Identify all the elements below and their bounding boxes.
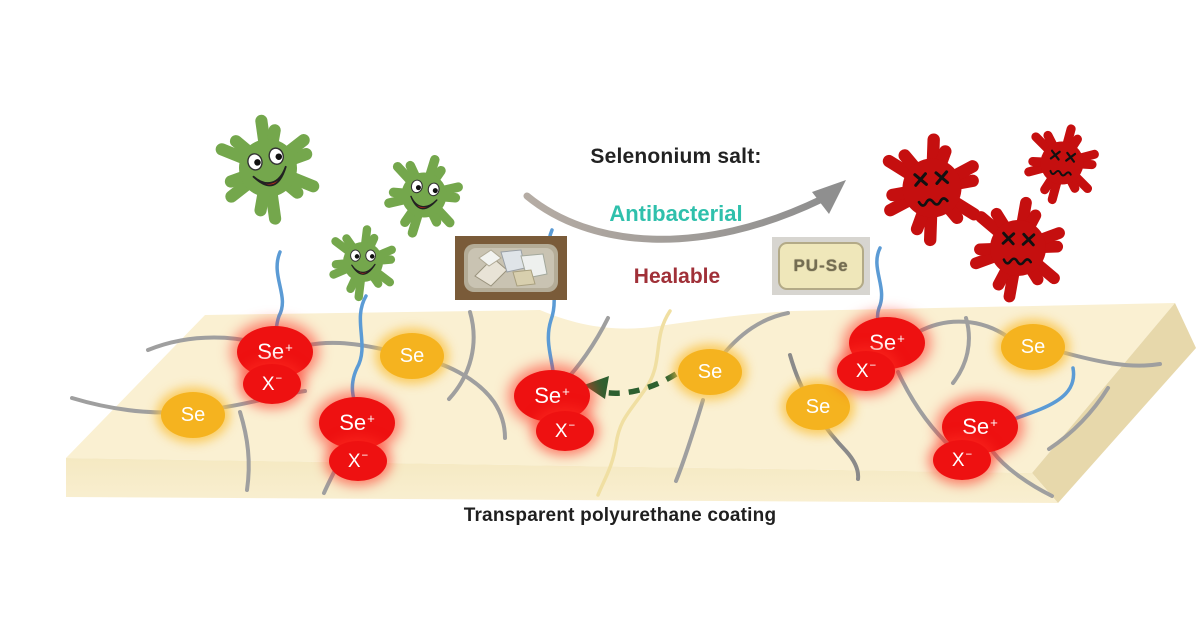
- se-cation-node-charge: +: [990, 415, 998, 431]
- se-cation-node-charge: +: [285, 340, 293, 356]
- anion-node-label: X: [261, 373, 275, 395]
- anion-node-label: X: [855, 360, 869, 382]
- se-node-label: Se: [697, 361, 723, 383]
- anion-node: X−: [243, 364, 301, 404]
- anion-node-charge: −: [869, 360, 877, 373]
- page-title: Selenonium salt:: [590, 145, 762, 168]
- pu-se-sample: PU-Se: [778, 242, 864, 290]
- anion-node-charge: −: [568, 420, 576, 433]
- healing-arrow: [584, 371, 678, 399]
- arrowhead: [584, 376, 609, 399]
- anion-node: X−: [329, 441, 387, 481]
- anion-node: X−: [837, 351, 895, 391]
- anion-node-charge: −: [361, 450, 369, 463]
- se-cation-node: Se+: [237, 326, 313, 378]
- se-node-label: Se: [180, 404, 206, 426]
- slab-side-face: [1032, 303, 1196, 503]
- se-cation-node-charge: +: [367, 411, 375, 427]
- anion-node: X−: [933, 440, 991, 480]
- se-cation-node-label: Se: [869, 330, 897, 355]
- antibacterial-arrow: [523, 180, 846, 243]
- se-node-label: Se: [399, 345, 425, 367]
- se-node: Se: [380, 333, 444, 379]
- scratch-line: [596, 309, 672, 497]
- antibacterial-label: Antibacterial: [609, 201, 743, 226]
- se-node: Se: [786, 384, 850, 430]
- anion-node-label: X: [347, 450, 361, 472]
- se-cation-node: Se+: [319, 397, 395, 449]
- pu-se-sample-photo: PU-Se: [772, 237, 870, 295]
- anion-node: X−: [536, 411, 594, 451]
- se-node-label: Se: [1020, 336, 1046, 358]
- se-node: Se: [1001, 324, 1065, 370]
- bacterium-dead: [882, 133, 981, 247]
- bacterium-dead: [1024, 124, 1099, 205]
- se-cation-node-charge: +: [562, 384, 570, 400]
- arrowhead: [812, 180, 846, 214]
- se-node: Se: [161, 392, 225, 438]
- anion-node-charge: −: [965, 449, 973, 462]
- se-cation-node-label: Se: [962, 414, 990, 439]
- se-cation-node-label: Se: [534, 383, 562, 408]
- anion-node-charge: −: [275, 373, 283, 386]
- se-cation-node-label: Se: [339, 410, 367, 435]
- bacterium-alive: [215, 114, 320, 225]
- se-cation-node-charge: +: [897, 331, 905, 347]
- bacterium-alive: [329, 225, 396, 302]
- bacterium-alive: [384, 154, 463, 238]
- salt-photo: [455, 236, 567, 300]
- se-node-label: Se: [805, 396, 831, 418]
- se-node: Se: [678, 349, 742, 395]
- se-cation-node-label: Se: [257, 339, 285, 364]
- pu-se-label: PU-Se: [793, 256, 849, 275]
- anion-node-label: X: [554, 420, 568, 442]
- coating-caption: Transparent polyurethane coating: [463, 505, 777, 526]
- slab-front-face: [66, 458, 1058, 503]
- anion-node-label: X: [951, 449, 965, 471]
- healable-label: Healable: [633, 265, 721, 288]
- bacterium-dead: [970, 196, 1065, 303]
